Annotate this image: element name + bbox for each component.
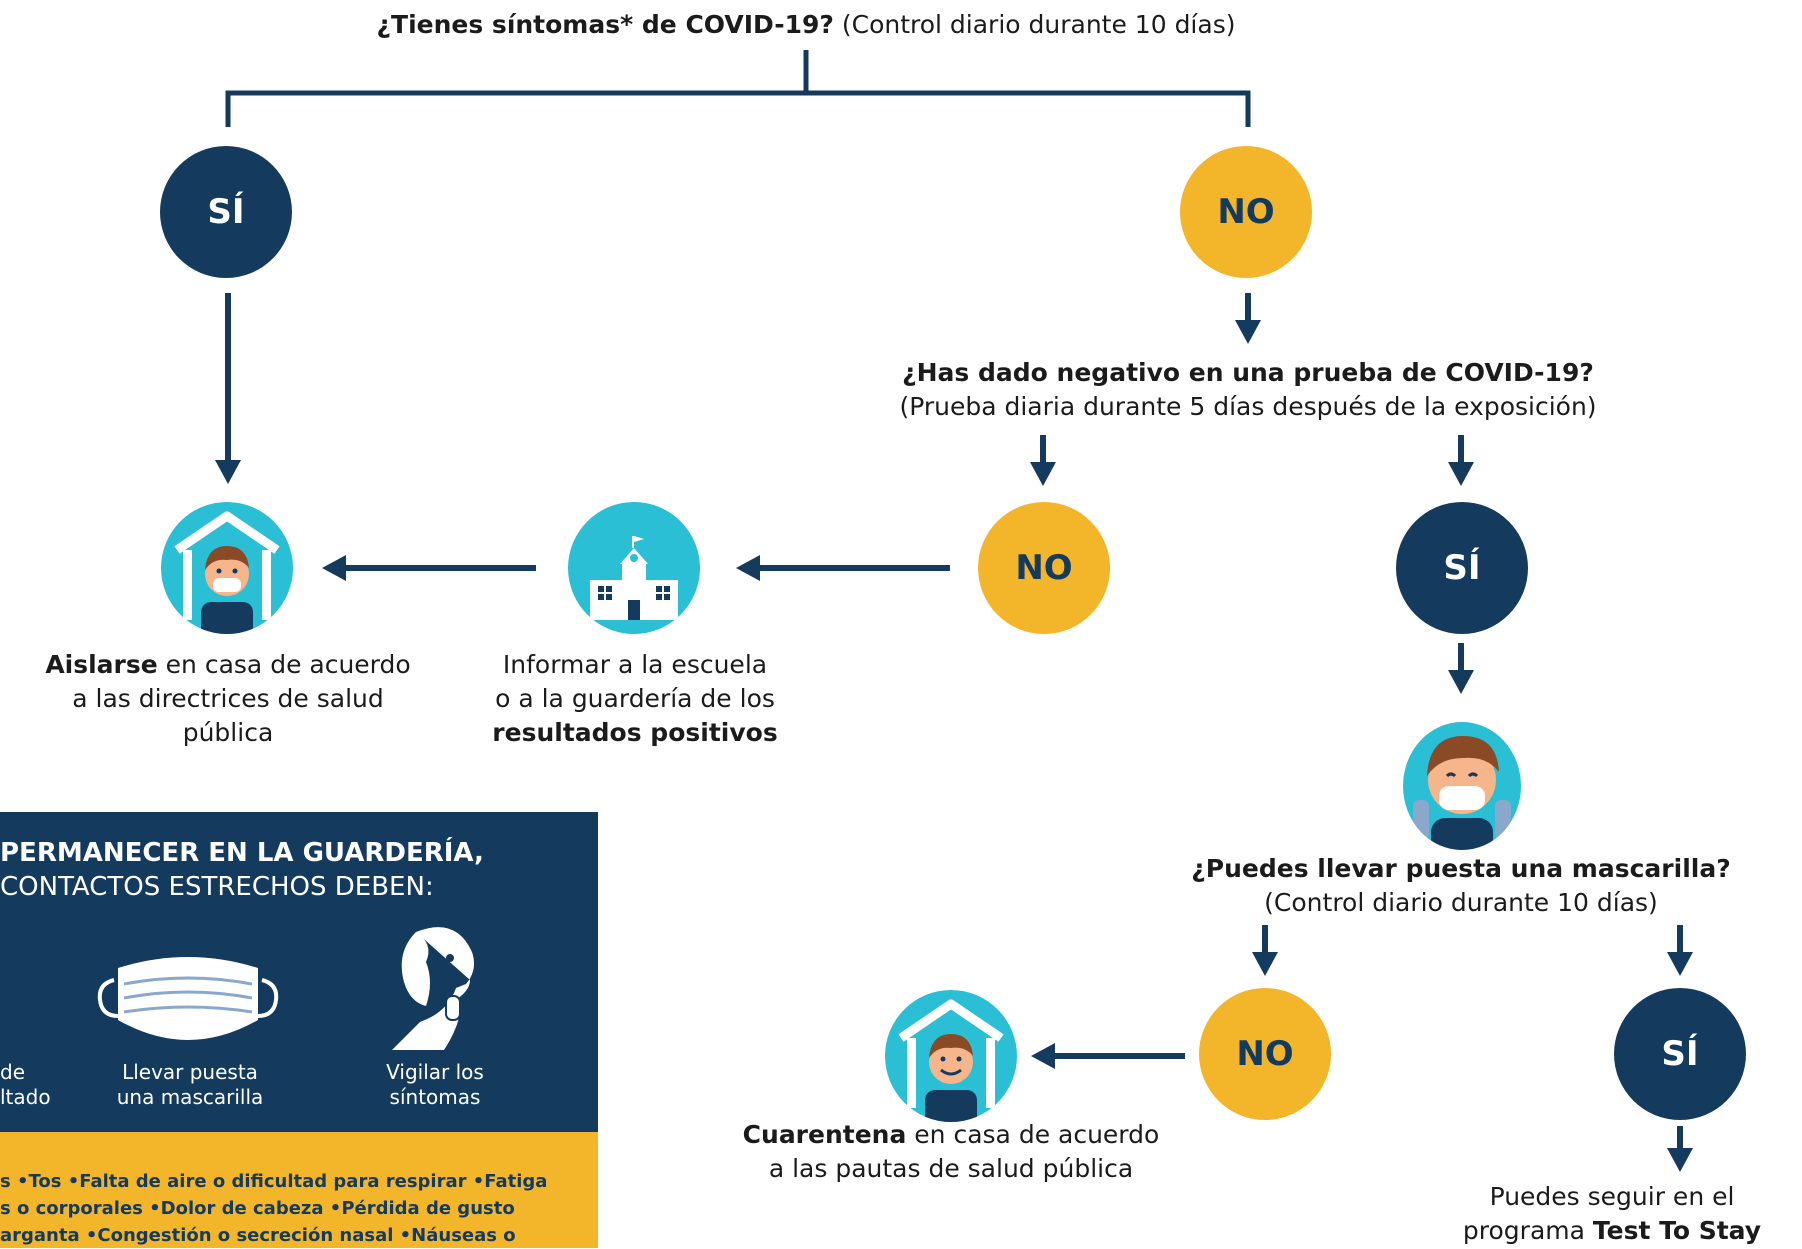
child-house-icon xyxy=(161,502,293,634)
info-item-1: de ltado xyxy=(0,1060,70,1110)
symptoms-line-2: s o corporales •Dolor de cabeza •Pérdida… xyxy=(0,1198,515,1219)
info-item-3: Vigilar los síntomas xyxy=(360,1060,510,1110)
info-item-3-line-1: Vigilar los xyxy=(386,1060,484,1084)
top-question-detail: (Control diario durante 10 días) xyxy=(833,10,1236,39)
mask-yes-label: SÍ xyxy=(1661,1034,1699,1074)
inform-line-1: Informar a la escuela xyxy=(502,650,768,679)
isolate-text: Aislarse en casa de acuerdo a las direct… xyxy=(0,648,456,750)
test-yes-node: SÍ xyxy=(1396,502,1528,634)
mask-question: ¿Puedes llevar puesta una mascarilla? (C… xyxy=(1170,852,1752,920)
symptoms-no-label: NO xyxy=(1217,192,1275,232)
test-question-detail: (Prueba diaria durante 5 días después de… xyxy=(899,392,1597,421)
quarantine-line-2: a las pautas de salud pública xyxy=(768,1154,1134,1183)
isolate-bold: Aislarse xyxy=(45,650,158,679)
child-mask-icon xyxy=(1403,722,1521,850)
symptoms-box xyxy=(0,1132,598,1248)
face-mask-icon xyxy=(97,957,279,1040)
stay-line-2: programa xyxy=(1462,1216,1593,1245)
stay-line-2-bold: Test To Stay xyxy=(1592,1216,1762,1245)
symptoms-list: s •Tos •Falta de aire o dificultad para … xyxy=(0,1168,547,1249)
inform-line-2: o a la guardería de los xyxy=(495,684,775,713)
info-item-1-line-2: ltado xyxy=(0,1085,51,1109)
symptom-person-icon xyxy=(392,927,474,1050)
symptoms-line-1: s •Tos •Falta de aire o dificultad para … xyxy=(0,1171,548,1192)
top-question: ¿Tienes síntomas* de COVID-19? (Control … xyxy=(0,8,1612,42)
mask-no-label: NO xyxy=(1236,1034,1294,1074)
quarantine-text: Cuarentena en casa de acuerdo a las paut… xyxy=(700,1118,1202,1186)
test-no-node: NO xyxy=(978,502,1110,634)
info-box xyxy=(0,812,598,1132)
info-box-title-normal: CONTACTOS ESTRECHOS DEBEN: xyxy=(0,872,434,902)
symptoms-no-node: NO xyxy=(1180,146,1312,278)
symptoms-yes-node: SÍ xyxy=(160,146,292,278)
mask-question-detail: (Control diario durante 10 días) xyxy=(1264,888,1658,917)
info-item-2-line-2: una mascarilla xyxy=(116,1085,264,1109)
test-yes-label: SÍ xyxy=(1443,548,1481,588)
quarantine-line-1: en casa de acuerdo xyxy=(906,1120,1160,1149)
inform-school-text: Informar a la escuela o a la guardería d… xyxy=(462,648,808,750)
mask-question-bold: ¿Puedes llevar puesta una mascarilla? xyxy=(1191,854,1731,883)
info-item-2-line-1: Llevar puesta xyxy=(122,1060,258,1084)
isolate-line-1: en casa de acuerdo xyxy=(157,650,411,679)
test-no-label: NO xyxy=(1015,548,1073,588)
test-question: ¿Has dado negativo en una prueba de COVI… xyxy=(830,356,1666,424)
mask-yes-node: SÍ xyxy=(1614,988,1746,1120)
stay-line-1: Puedes seguir en el xyxy=(1489,1182,1735,1211)
symptoms-yes-label: SÍ xyxy=(207,192,245,232)
test-to-stay-text: Puedes seguir en el programa Test To Sta… xyxy=(1432,1180,1792,1248)
info-item-2: Llevar puesta una mascarilla xyxy=(90,1060,290,1110)
isolate-line-3: pública xyxy=(182,718,274,747)
info-box-title-bold: PERMANECER EN LA GUARDERÍA, xyxy=(0,838,484,868)
test-question-bold: ¿Has dado negativo en una prueba de COVI… xyxy=(902,358,1594,387)
info-box-title: PERMANECER EN LA GUARDERÍA, CONTACTOS ES… xyxy=(0,836,484,904)
inform-line-3: resultados positivos xyxy=(492,718,778,747)
isolate-line-2: a las directrices de salud xyxy=(72,684,384,713)
info-item-1-line-1: de xyxy=(0,1060,25,1084)
info-item-3-line-2: síntomas xyxy=(389,1085,481,1109)
quarantine-child-house-icon xyxy=(885,990,1017,1122)
top-question-bold: ¿Tienes síntomas* de COVID-19? xyxy=(376,10,834,39)
symptoms-line-3: arganta •Congestión o secreción nasal •N… xyxy=(0,1225,516,1246)
quarantine-bold: Cuarentena xyxy=(742,1120,907,1149)
mask-no-node: NO xyxy=(1199,988,1331,1120)
school-icon xyxy=(568,502,700,634)
